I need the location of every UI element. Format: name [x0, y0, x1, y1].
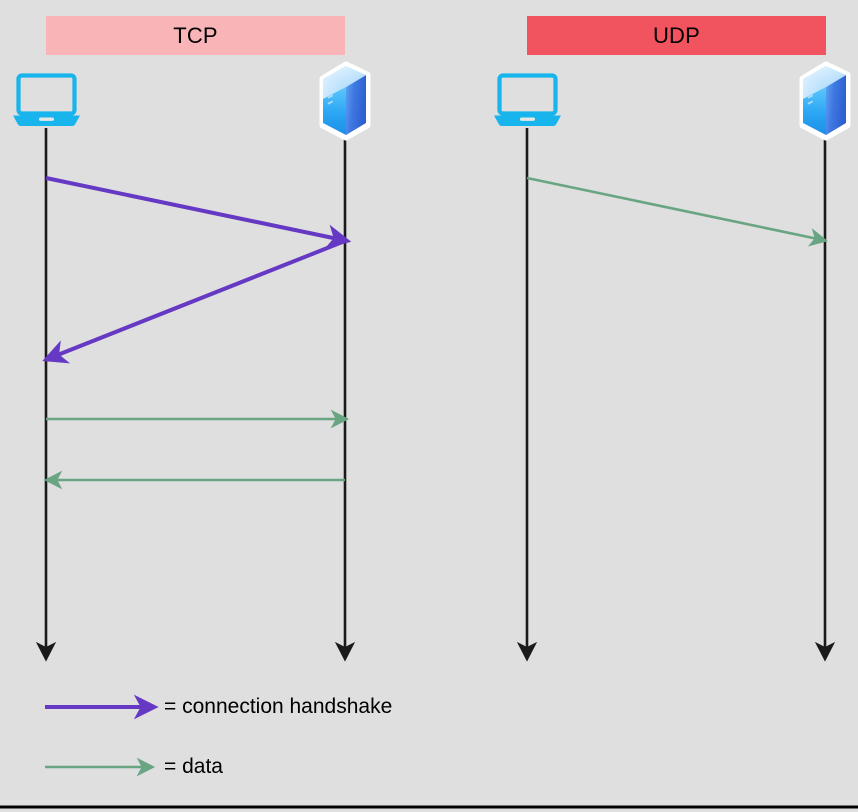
- tcp-title: TCP: [173, 22, 218, 48]
- tcp-handshake-arrow-synack: [42, 239, 346, 364]
- legend-handshake-label: = connection handshake: [164, 695, 393, 718]
- tcp-section-header: TCP: [46, 16, 345, 55]
- tcp-server-icon: [323, 65, 367, 137]
- udp-client-laptop-icon: [494, 76, 561, 127]
- udp-section-header: UDP: [527, 16, 826, 55]
- udp-server-icon: [803, 65, 847, 137]
- udp-data-arrow: [526, 176, 828, 247]
- legend-data-label: = data: [164, 755, 223, 778]
- tcp-handshake-arrow-syn: [45, 176, 352, 249]
- udp-title: UDP: [652, 22, 701, 48]
- tcp-client-laptop-icon: [13, 76, 80, 127]
